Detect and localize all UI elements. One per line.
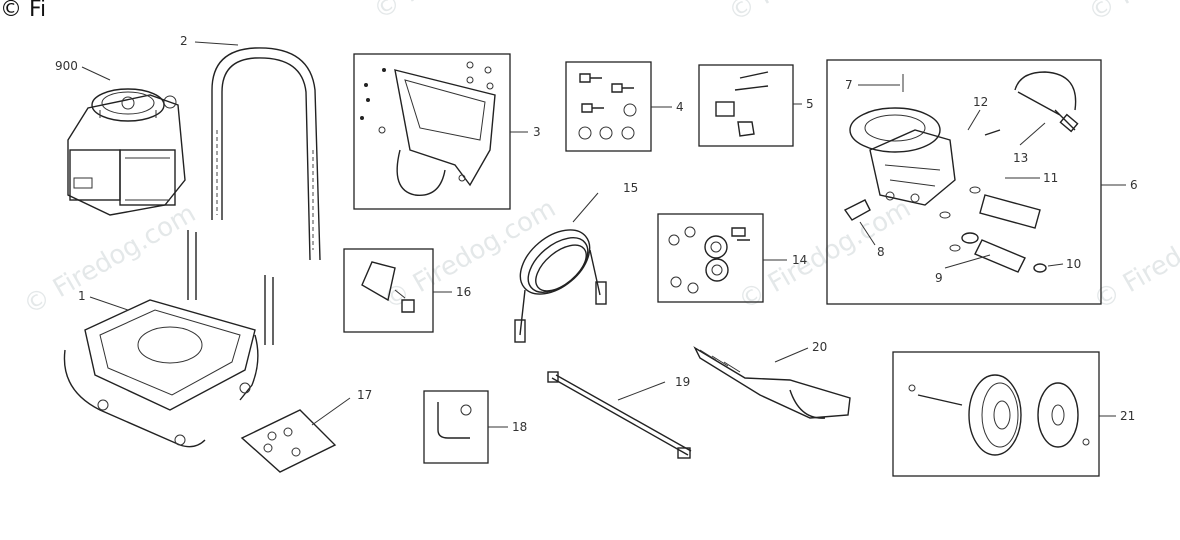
- watermark: © Firedog.com: [19, 198, 201, 321]
- hardware-5: [715, 71, 769, 137]
- box-18: [423, 390, 489, 464]
- watermark: © Fi: [1084, 0, 1146, 28]
- spray-gun-20: [693, 346, 851, 419]
- callout-2: 2: [180, 34, 188, 48]
- watermark: © Fi: [369, 0, 431, 26]
- callout-5: 5: [806, 97, 814, 111]
- bolts-4: [578, 73, 637, 140]
- callout-21: 21: [1120, 409, 1135, 423]
- callout-7: 7: [845, 78, 853, 92]
- box-14: [657, 213, 764, 303]
- copyright-mark: © Fi: [0, 0, 46, 22]
- hose-15: [514, 229, 607, 343]
- callout-3: 3: [533, 125, 541, 139]
- clip-16: [361, 261, 415, 313]
- callout-13: 13: [1013, 151, 1028, 165]
- watermark: © Fi: [724, 0, 786, 28]
- callout-1: 1: [78, 289, 86, 303]
- lance-19: [547, 371, 692, 459]
- callout-6: 6: [1130, 178, 1138, 192]
- callout-20: 20: [812, 340, 827, 354]
- pump-6: [843, 71, 1079, 273]
- callout-17: 17: [357, 388, 372, 402]
- handle-2: [211, 47, 321, 261]
- watermark-layer: © Fi © Fi © Fi © Firedog.com © Firedog.c…: [19, 0, 1180, 321]
- callout-900: 900: [55, 59, 78, 73]
- frame-1: [63, 230, 274, 448]
- box-21: [892, 351, 1100, 477]
- callout-18: 18: [512, 420, 527, 434]
- box-16: [343, 248, 434, 333]
- callout-9: 9: [935, 271, 943, 285]
- wheel-21: [908, 374, 1090, 456]
- callout-16: 16: [456, 285, 471, 299]
- hardware-bag-17: [240, 409, 337, 473]
- callout-15: 15: [623, 181, 638, 195]
- engine-900: [67, 88, 186, 216]
- callout-11: 11: [1043, 171, 1058, 185]
- watermark: © Firedog.com: [1089, 193, 1180, 316]
- callout-4: 4: [676, 100, 684, 114]
- watermark: © Firedog.com: [734, 193, 916, 316]
- callout-19: 19: [675, 375, 690, 389]
- callout-8: 8: [877, 245, 885, 259]
- box-3: [353, 53, 511, 210]
- box-5: [698, 64, 794, 147]
- callout-10: 10: [1066, 257, 1081, 271]
- box-6: [826, 59, 1102, 305]
- box-4: [565, 61, 652, 152]
- pin-18: [437, 402, 472, 439]
- callout-12: 12: [973, 95, 988, 109]
- bracket-3: [360, 61, 496, 196]
- callout-14: 14: [792, 253, 807, 267]
- wheel-hardware-14: [668, 226, 750, 294]
